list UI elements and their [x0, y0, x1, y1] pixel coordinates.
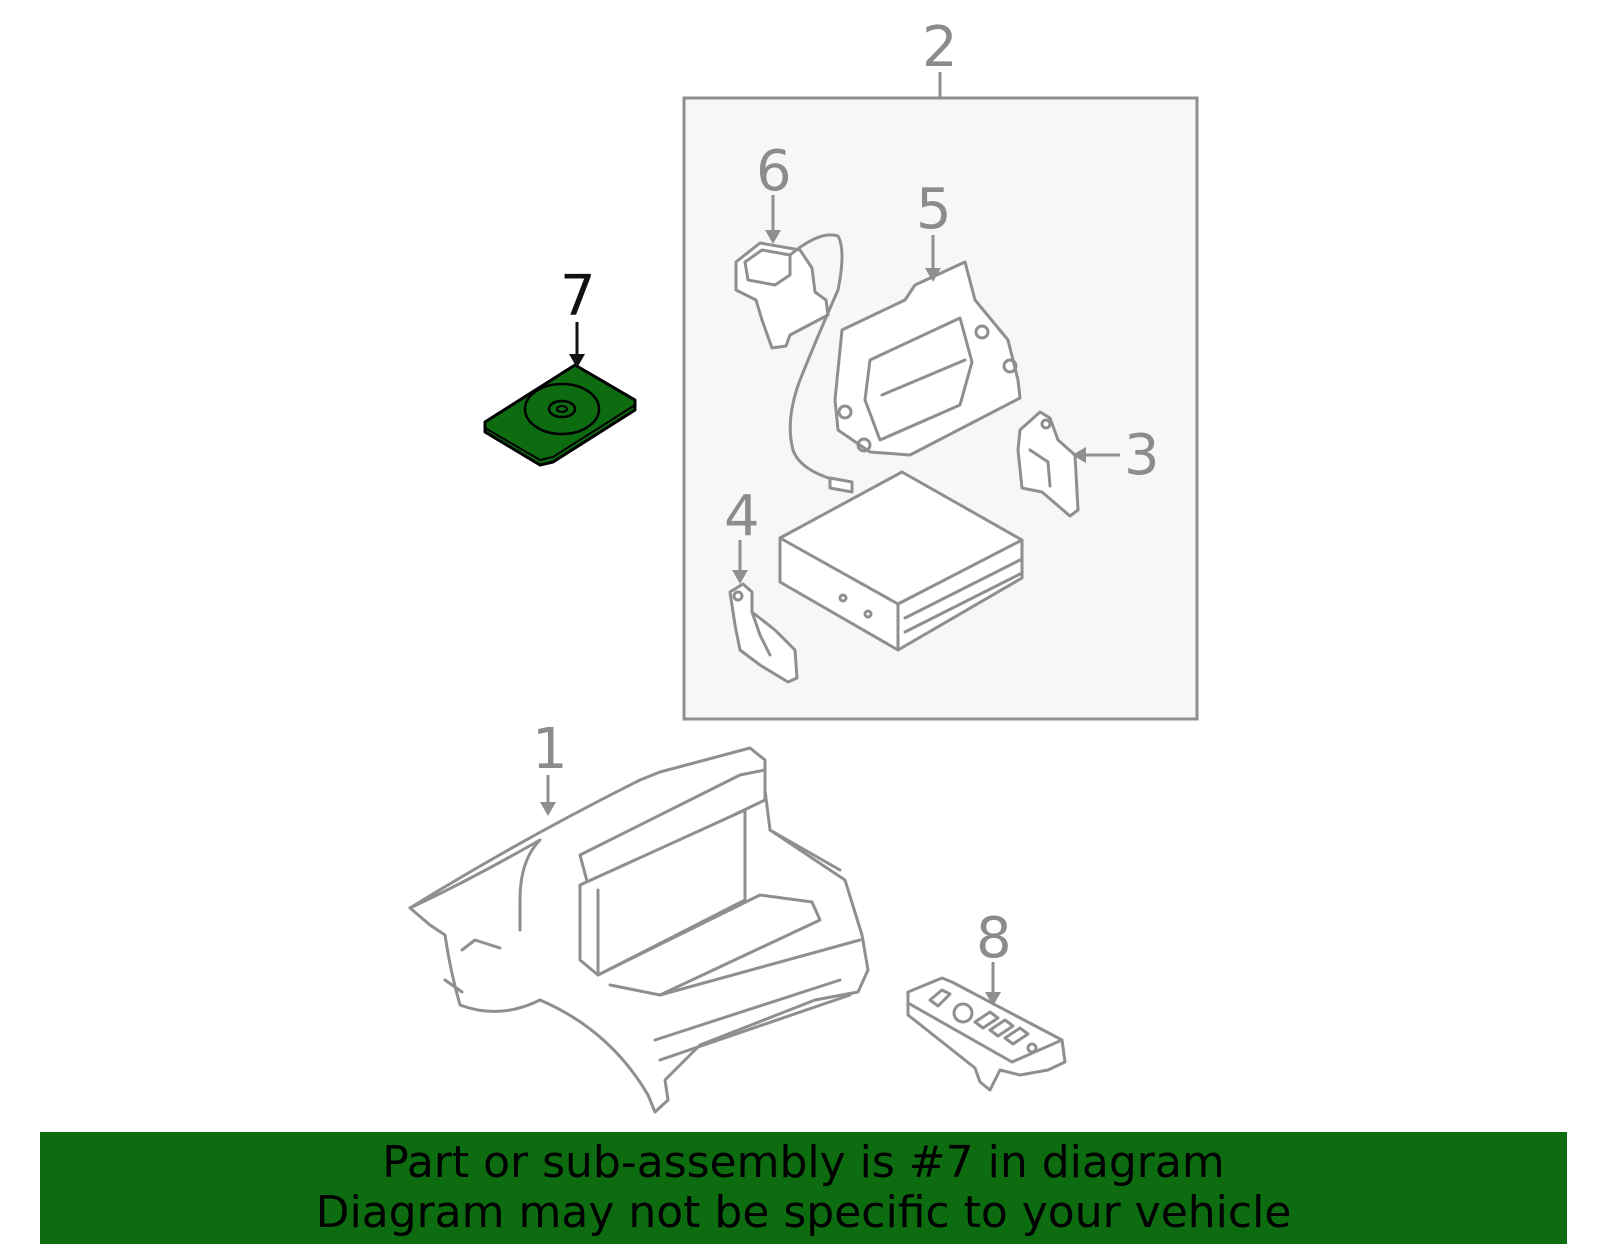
- part-3-bracket[interactable]: [1016, 410, 1080, 518]
- callout-8: 8: [976, 906, 1012, 971]
- callout-7: 7: [560, 264, 596, 329]
- part-4-bracket[interactable]: [728, 582, 799, 684]
- banner-line-1: Part or sub-assembly is #7 in diagram: [382, 1137, 1225, 1188]
- callout-4: 4: [724, 484, 760, 549]
- leader-lines: [540, 195, 1120, 1006]
- main-unit[interactable]: [778, 470, 1024, 652]
- part-5-bracket[interactable]: [833, 260, 1022, 457]
- notice-banner: Part or sub-assembly is #7 in diagram Di…: [40, 1132, 1567, 1244]
- banner-line-2: Diagram may not be specific to your vehi…: [315, 1187, 1292, 1238]
- callout-6: 6: [756, 139, 792, 204]
- part-6-module[interactable]: [734, 233, 854, 494]
- callout-2: 2: [922, 15, 958, 80]
- callout-1: 1: [532, 717, 568, 782]
- part-1-housing[interactable]: [408, 746, 870, 1114]
- part-7-disc[interactable]: [483, 363, 637, 467]
- callout-5: 5: [916, 177, 952, 242]
- callout-3: 3: [1124, 423, 1160, 488]
- part-8-switch-panel[interactable]: [906, 976, 1067, 1092]
